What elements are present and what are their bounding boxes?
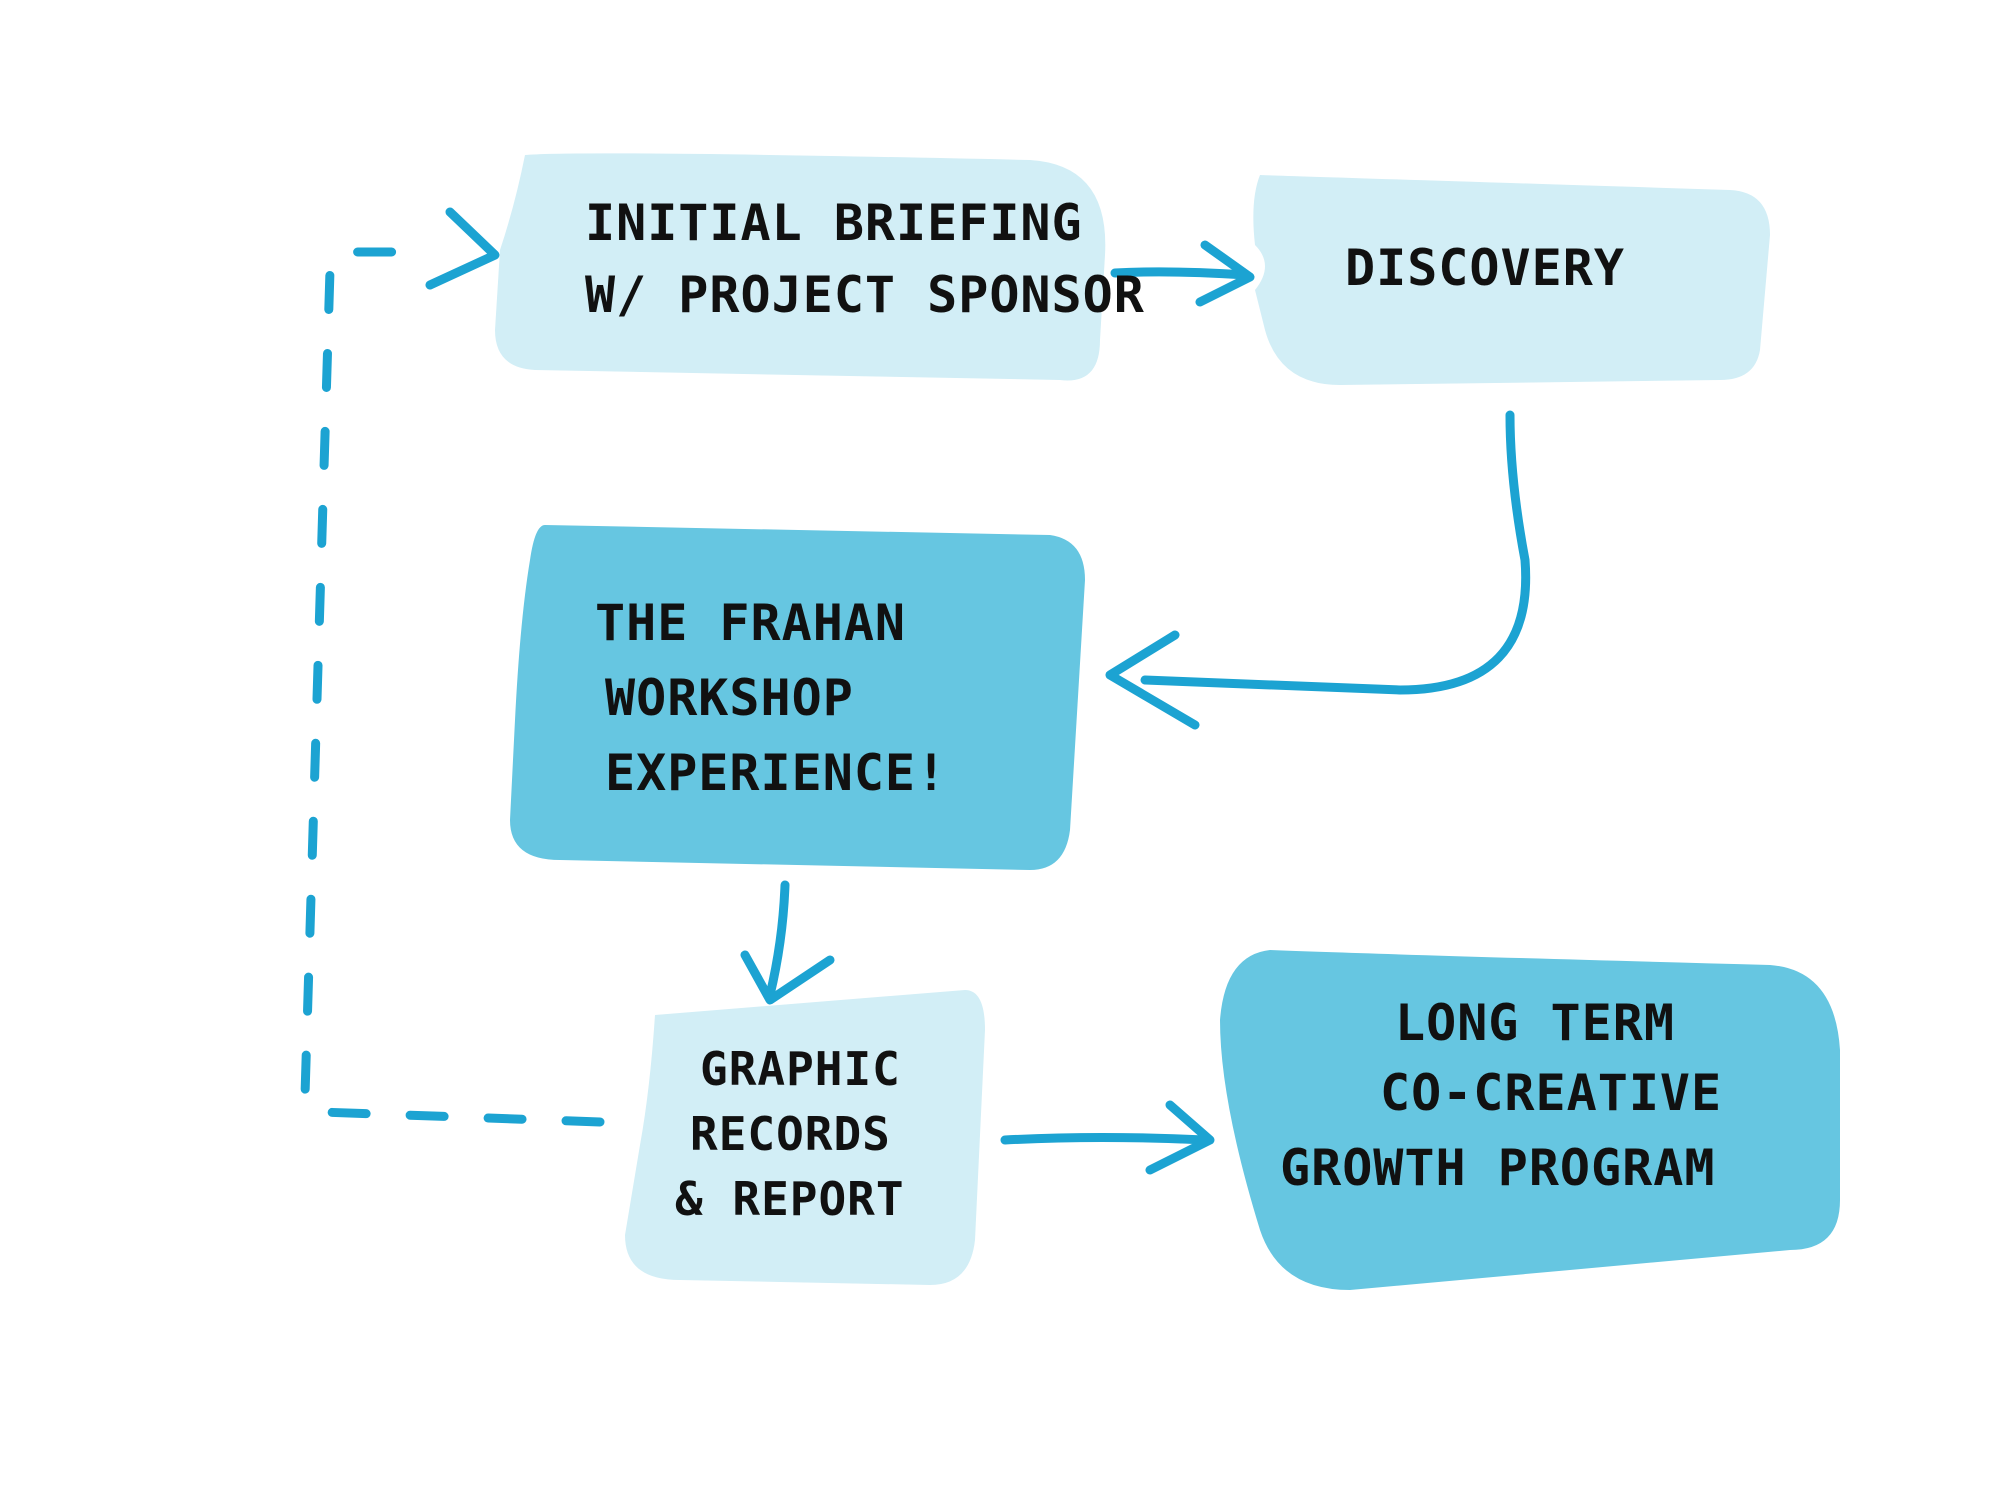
- graphic-records-line1: GRAPHIC: [700, 1042, 901, 1096]
- workshop-line1: THE FRAHAN: [595, 594, 906, 652]
- arrow-briefing-to-discovery: [1110, 240, 1255, 307]
- arrow-discovery-to-workshop: [1105, 410, 1531, 730]
- long-term-line2: CO-CREATIVE: [1380, 1064, 1722, 1122]
- long-term-label: LONG TERM CO-CREATIVE GROWTH PROGRAM: [1280, 994, 1722, 1197]
- discovery-line1: DISCOVERY: [1345, 239, 1625, 297]
- graphic-records-label: GRAPHIC RECORDS & REPORT: [675, 1042, 905, 1226]
- graphic-records-line2: RECORDS: [690, 1107, 891, 1161]
- dashed-feedback-arrow: [300, 207, 605, 1127]
- long-term-line3: GROWTH PROGRAM: [1280, 1139, 1715, 1197]
- initial-briefing-line1: INITIAL BRIEFING: [585, 194, 1083, 252]
- graphic-records-box: [625, 990, 985, 1285]
- arrow-workshop-to-records: [740, 880, 835, 1005]
- discovery-box: [1253, 175, 1770, 385]
- workshop-line3: EXPERIENCE!: [605, 744, 947, 802]
- arrow-records-to-long-term: [1000, 1100, 1215, 1175]
- graphic-records-line3: & REPORT: [675, 1172, 905, 1226]
- workshop-line2: WORKSHOP: [605, 669, 854, 727]
- initial-briefing-line2: W/ PROJECT SPONSOR: [585, 266, 1145, 324]
- initial-briefing-box: [495, 153, 1106, 381]
- discovery-label: DISCOVERY: [1345, 239, 1625, 297]
- initial-briefing-label: INITIAL BRIEFING W/ PROJECT SPONSOR: [585, 194, 1145, 324]
- workshop-label: THE FRAHAN WORKSHOP EXPERIENCE!: [595, 594, 947, 802]
- workshop-box: [510, 525, 1085, 870]
- long-term-box: [1220, 950, 1840, 1290]
- long-term-line1: LONG TERM: [1395, 994, 1675, 1052]
